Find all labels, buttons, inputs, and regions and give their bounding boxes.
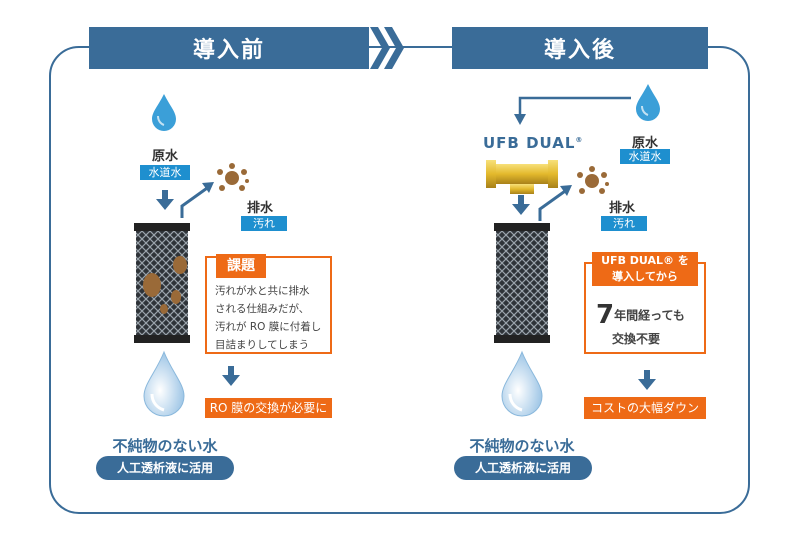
no-replacement-text: 交換不要 — [612, 332, 661, 346]
issue-line: される仕組みだが、 — [215, 303, 310, 315]
dirt-splash-icon — [574, 163, 610, 203]
issue-line: 汚れが水と共に排水 — [215, 285, 310, 297]
dirt-splash-icon — [214, 160, 250, 200]
before-header: 導入前 — [89, 27, 369, 69]
issue-title: 課題 — [216, 254, 266, 278]
issue-line: 目詰まりしてしまう — [215, 339, 310, 351]
ro-replacement-result: RO 膜の交換が必要に — [205, 398, 332, 418]
arrow-diagonal-icon — [180, 180, 216, 224]
water-drop-icon — [634, 82, 662, 126]
water-drop-icon — [150, 92, 178, 136]
product-name: UFB DUAL® — [483, 134, 583, 152]
tap-water-tag: 水道水 — [140, 165, 190, 180]
arrow-down-icon — [512, 195, 530, 219]
years-text: 年間経っても — [614, 308, 685, 323]
years-number: 7 — [596, 300, 615, 330]
years-statement: 7年間経っても — [596, 300, 706, 330]
dirt-tag: 汚れ — [601, 216, 647, 231]
pure-water-drop-icon — [500, 350, 544, 422]
arrow-down-icon — [638, 370, 656, 394]
pure-water-drop-icon — [142, 350, 186, 422]
after-header: 導入後 — [452, 27, 708, 69]
dialysis-usage-badge: 人工透析液に活用 — [96, 456, 234, 480]
ufb-dual-device-icon — [486, 156, 558, 200]
drain-label: 排水 — [246, 201, 273, 216]
benefit-title-line: 導入してから — [612, 270, 678, 283]
pure-water-label: 不純物のない水 — [112, 437, 218, 455]
drain-label: 排水 — [608, 201, 635, 216]
cost-reduction-result: コストの大幅ダウン — [584, 397, 706, 419]
arrow-diagonal-icon — [538, 183, 574, 227]
benefit-title-line: UFB DUAL® を — [601, 254, 689, 267]
chevron-right-icon — [368, 27, 404, 69]
filter-cartridge-dirty — [134, 223, 190, 347]
product-name-text: UFB DUAL — [483, 134, 576, 152]
pure-water-label: 不純物のない水 — [469, 437, 575, 455]
dirt-tag: 汚れ — [241, 216, 287, 231]
issue-description: 汚れが水と共に排水 される仕組みだが、 汚れが RO 膜に付着し 目詰まりしてし… — [215, 282, 330, 354]
arrow-down-icon — [222, 366, 240, 390]
tap-water-tag: 水道水 — [620, 149, 670, 164]
source-water-label: 原水 — [631, 136, 658, 151]
arrow-down-icon — [156, 190, 174, 214]
source-water-label: 原水 — [151, 149, 178, 164]
issue-line: 汚れが RO 膜に付着し — [215, 321, 322, 333]
filter-cartridge-clean — [494, 223, 550, 347]
registered-mark: ® — [575, 136, 584, 144]
flow-arrow-icon — [513, 94, 633, 130]
dialysis-usage-badge: 人工透析液に活用 — [454, 456, 592, 480]
benefit-title: UFB DUAL® を 導入してから — [592, 252, 698, 286]
